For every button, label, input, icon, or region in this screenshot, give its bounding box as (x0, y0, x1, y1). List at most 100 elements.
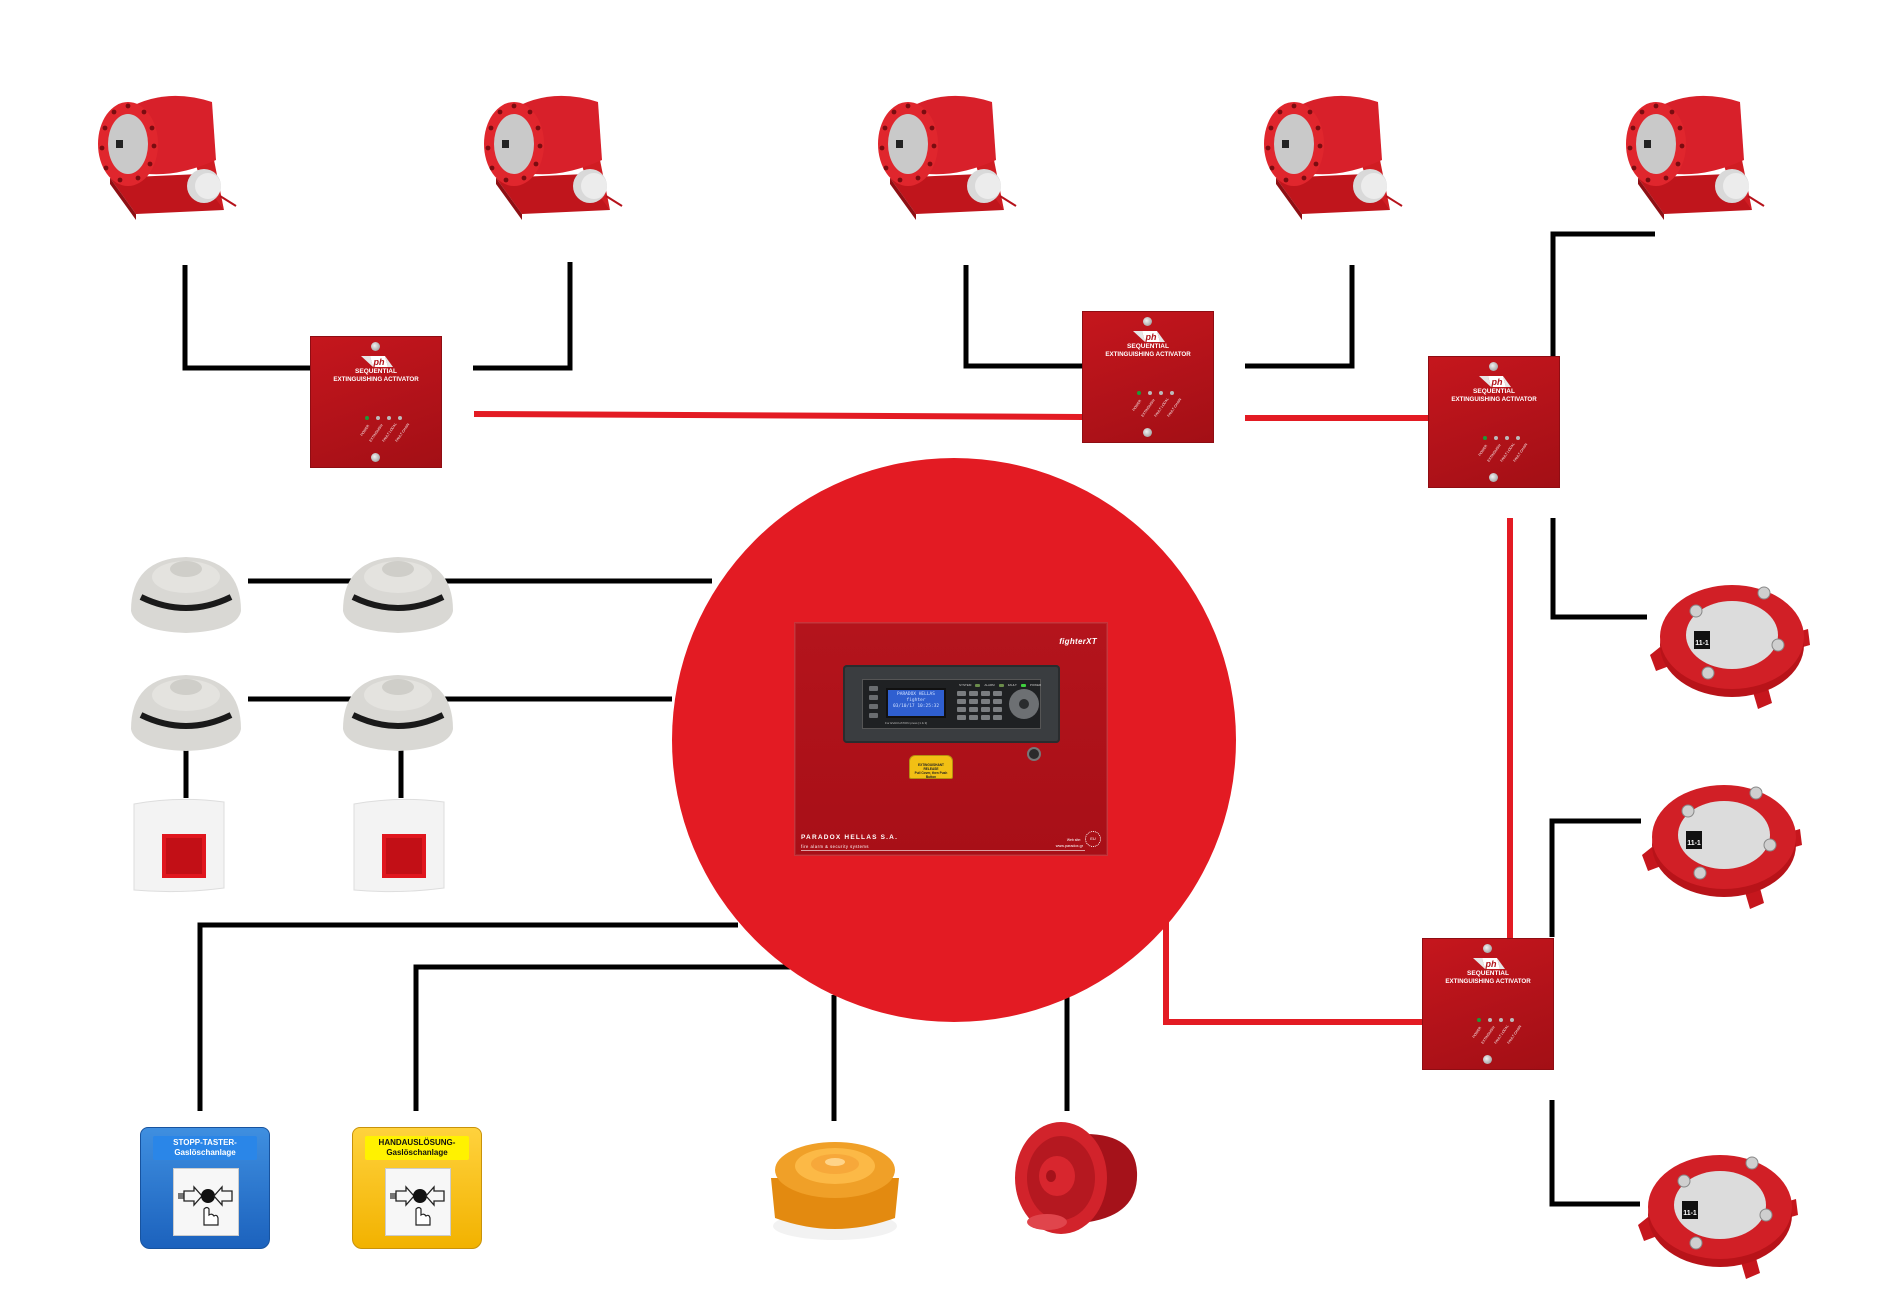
panel-company-name: PARADOX HELLAS S.A. (801, 834, 899, 841)
pressure-disc-3[interactable]: 11-1 (1636, 1145, 1802, 1285)
smoke-detector-4[interactable] (339, 663, 457, 755)
pressure-disc-icon: 11-1 (1642, 785, 1802, 909)
fault-chain-led-icon (398, 416, 402, 420)
remote-indicator-icon (353, 798, 445, 893)
remote-indicator-1[interactable] (132, 796, 226, 894)
panel-numeric-keypad[interactable] (957, 691, 1003, 720)
activator-title-1: SEQUENTIAL (1473, 388, 1515, 395)
smoke-detector-2[interactable] (339, 545, 457, 637)
led-label-fault: FAULT (1007, 683, 1017, 687)
remote-indicator-2[interactable] (352, 796, 446, 894)
extinguish-led-icon (1488, 1018, 1492, 1022)
nozzle-icon (98, 95, 237, 220)
extinguisher-nozzle-1[interactable] (92, 82, 242, 222)
smoke-detector-3[interactable] (127, 663, 245, 755)
red-sounder[interactable] (1005, 1110, 1145, 1242)
svg-text:ph: ph (1145, 332, 1157, 342)
activator-leds (1477, 1018, 1514, 1022)
nozzle-icon (878, 95, 1017, 220)
nozzle-icon (484, 95, 623, 220)
svg-text:11-1: 11-1 (1687, 840, 1701, 847)
smoke-detector-icon (131, 557, 241, 633)
stop-button-line-2: Gaslöschanlage (174, 1148, 236, 1157)
ph-logo-icon: ph (1479, 376, 1511, 387)
pressure-disc-icon: 11-1 (1638, 1155, 1798, 1279)
key-lock-icon[interactable] (1027, 747, 1041, 761)
pressure-disc-1[interactable]: 11-1 (1648, 575, 1814, 715)
remote-indicator-icon (133, 798, 225, 893)
wire-activator-4-disc-3 (1549, 1100, 1640, 1207)
extinguisher-nozzle-2[interactable] (478, 82, 628, 222)
extinguishant-release-button[interactable]: EXTINGUISHANT RELEASE Pull Cover, then P… (909, 755, 953, 779)
manual-release-call-point[interactable]: HANDAUSLÖSUNG- Gaslöschanlage (352, 1127, 482, 1249)
panel-lcd-display: PARADOX HELLAS fighter 03/10/17 10:25:32 (886, 688, 946, 718)
smoke-detector-1[interactable] (127, 545, 245, 637)
lcd-line-3: 03/10/17 10:25:32 (892, 704, 940, 709)
extinguisher-nozzle-3[interactable] (872, 82, 1022, 222)
fault-chain-led-icon (1170, 391, 1174, 395)
led-label-power: POWER (1029, 683, 1042, 687)
fire-control-panel[interactable]: fighterXT PARADOX HELLAS fighter 03/10/1… (794, 622, 1108, 856)
ph-logo-icon: ph (1473, 958, 1505, 969)
fault-local-led-icon (1499, 1018, 1503, 1022)
activator-title-1: SEQUENTIAL (1467, 970, 1509, 977)
panel-navigation-pad[interactable] (1009, 689, 1039, 719)
screw-icon (1483, 1055, 1492, 1064)
panel-bezel: PARADOX HELLAS fighter 03/10/17 10:25:32… (843, 665, 1060, 743)
stop-button-label: STOPP-TASTER- Gaslöschanlage (153, 1136, 257, 1160)
loop-wire-1-2 (473, 411, 1083, 420)
panel-soft-buttons[interactable] (869, 686, 879, 722)
panel-tagline: fire alarm & security systems (801, 844, 870, 849)
extinguisher-nozzle-5[interactable] (1620, 82, 1770, 222)
loop-wire-panel-4 (1163, 920, 1422, 1025)
screw-icon (1143, 428, 1152, 437)
lcd-caption: For EVACUATION press [1 & 3] (885, 721, 928, 725)
nozzle-icon (1264, 95, 1403, 220)
eu-mark-icon: EU (1085, 831, 1101, 847)
fault-led-icon (998, 683, 1004, 687)
wire-activator-2-nozzle-3 (963, 265, 1082, 369)
amber-beacon[interactable] (765, 1118, 905, 1246)
power-led-icon (1137, 391, 1141, 395)
screw-icon (371, 342, 380, 351)
activator-title-2: EXTINGUISHING ACTIVATOR (1445, 978, 1531, 985)
led-label-alarm: ALARM (984, 683, 995, 687)
lcd-line-2: fighter (906, 698, 926, 703)
stop-button-call-point[interactable]: STOPP-TASTER- Gaslöschanlage (140, 1127, 270, 1249)
activator-title-2: EXTINGUISHING ACTIVATOR (1105, 351, 1191, 358)
amber-beacon-icon (771, 1142, 899, 1240)
red-sounder-icon (1015, 1122, 1138, 1234)
power-led-icon (1020, 683, 1026, 687)
panel-divider (801, 850, 1085, 851)
svg-text:11-1: 11-1 (1683, 1210, 1697, 1217)
lcd-line-1: PARADOX HELLAS (897, 692, 935, 697)
panel-status-leds: SYSTEM ALARM FAULT POWER (959, 683, 1041, 687)
wire-activator-2-nozzle-4 (1245, 265, 1355, 369)
fault-chain-led-icon (1510, 1018, 1514, 1022)
wire-activator-4-disc-2 (1549, 818, 1641, 937)
pressure-disc-2[interactable]: 11-1 (1640, 775, 1806, 915)
screw-icon (1143, 317, 1152, 326)
screw-icon (371, 453, 380, 462)
extinguish-led-icon (1148, 391, 1152, 395)
release-label-1: EXTINGUISHANT (917, 763, 945, 767)
push-button-icon[interactable] (385, 1168, 451, 1236)
smoke-detector-icon (343, 675, 453, 751)
push-button-icon[interactable] (173, 1168, 239, 1236)
led-label: FAULT CHAIN (1506, 1024, 1523, 1045)
release-label-3: Pull Cover, then Push Button (914, 771, 948, 779)
extinguisher-nozzle-4[interactable] (1258, 82, 1408, 222)
activator-leds (1483, 436, 1520, 440)
wire-activator-1-nozzle-2 (473, 262, 573, 371)
activator-title-1: SEQUENTIAL (1127, 343, 1169, 350)
fault-local-led-icon (387, 416, 391, 420)
release-label-2: RELEASE (923, 767, 939, 771)
